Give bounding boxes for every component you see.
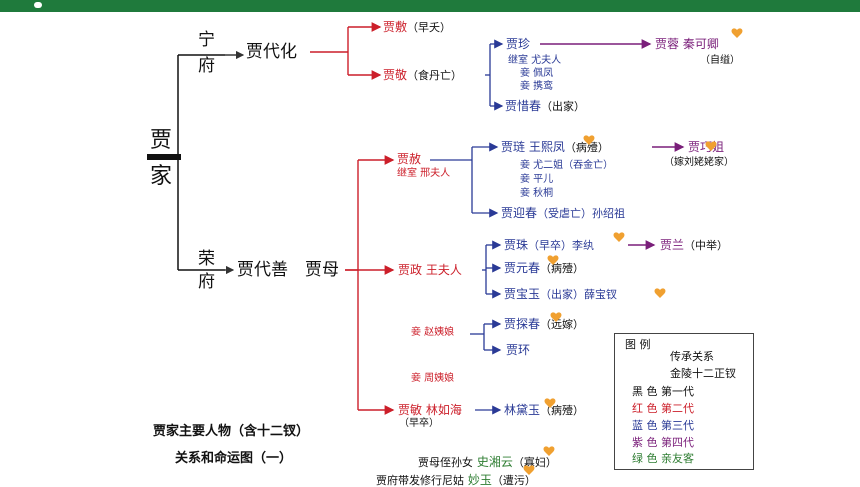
legend-inherit: 传承关系 bbox=[670, 350, 714, 363]
node-she-wife: 继室 邢夫人 bbox=[397, 168, 451, 179]
heart-icon bbox=[550, 312, 562, 322]
node-jia-rong-note: （自缢） bbox=[700, 55, 740, 66]
root-bar bbox=[147, 154, 181, 160]
node-zhen-concubine-2: 妾 携鸾 bbox=[520, 81, 554, 92]
node-jia-min-note: （早卒） bbox=[399, 418, 439, 429]
node-jia-min: 贾敏 林如海 bbox=[398, 403, 462, 417]
heart-icon bbox=[544, 398, 556, 408]
legend-gen3: 蓝 色 第三代 bbox=[632, 419, 694, 432]
node-lian-concubine-1: 妾 尤二姐（吞金亡） bbox=[520, 160, 614, 171]
node-jia-zhen: 贾珍 bbox=[506, 37, 531, 51]
jia-daishan: 贾代善 bbox=[237, 260, 288, 280]
legend-gen2: 红 色 第二代 bbox=[632, 402, 694, 415]
family-jia2-char: 家 bbox=[150, 164, 173, 189]
rong-char: 荣 bbox=[198, 249, 215, 269]
node-lian-concubine-2: 妾 平儿 bbox=[520, 174, 554, 185]
node-jia-tanchun: 贾探春（远嫁） bbox=[504, 317, 585, 331]
jia-mu: 贾母 bbox=[305, 260, 339, 280]
top-banner bbox=[0, 0, 860, 12]
node-shi-xiangyun: 贾母侄孙女 史湘云（寡妇） bbox=[418, 455, 557, 469]
node-jia-fu: 贾敷（早夭） bbox=[383, 20, 452, 34]
node-jia-lan: 贾兰（中举） bbox=[660, 238, 729, 252]
rongfu-char: 府 bbox=[198, 272, 215, 292]
legend-twelve: 金陵十二正钗 bbox=[670, 367, 736, 380]
legend-title: 图 例 bbox=[625, 338, 651, 351]
node-jia-zhu: 贾珠（早卒）李纨 bbox=[504, 238, 595, 252]
legend-gen4: 紫 色 第四代 bbox=[632, 436, 694, 449]
jia-daihua: 贾代化 bbox=[246, 42, 297, 62]
node-jia-lian: 贾琏 王熙凤（病殪） bbox=[501, 140, 609, 154]
banner-dot bbox=[34, 2, 42, 8]
node-jia-jing: 贾敬（食丹亡） bbox=[383, 68, 463, 82]
node-jia-she: 贾赦 bbox=[397, 152, 422, 166]
heart-icon bbox=[583, 135, 595, 145]
legend-gen1: 黑 色 第一代 bbox=[632, 385, 694, 398]
heart-icon bbox=[731, 28, 743, 38]
heart-icon bbox=[547, 255, 559, 265]
node-lian-concubine-3: 妾 秋桐 bbox=[520, 188, 554, 199]
node-qiaojie-note: （嫁刘姥姥家） bbox=[664, 157, 734, 168]
heart-icon bbox=[654, 288, 666, 298]
ning-char: 宁 bbox=[198, 30, 215, 50]
ningfu-char: 府 bbox=[198, 56, 215, 76]
legend-box bbox=[614, 333, 754, 470]
heart-icon bbox=[543, 446, 555, 456]
node-zhen-wife: 继室 尤夫人 bbox=[508, 55, 562, 66]
node-jia-zheng: 贾政 王夫人 bbox=[398, 263, 462, 277]
node-zhou: 妾 周姨娘 bbox=[411, 373, 455, 384]
node-lin-daiyu: 林黛玉（病殪） bbox=[504, 403, 585, 417]
node-zhen-concubine-1: 妾 佩凤 bbox=[520, 68, 554, 79]
node-jia-yingchun: 贾迎春（受虐亡）孙绍祖 bbox=[501, 206, 626, 220]
node-jia-huan: 贾环 bbox=[506, 343, 531, 357]
heart-icon bbox=[523, 465, 535, 475]
node-jia-yuanchun: 贾元春（病殪） bbox=[504, 261, 585, 275]
caption-line-2: 关系和命运图（一） bbox=[175, 451, 293, 466]
node-miaoyu: 贾府带发修行尼姑 妙玉（遭污） bbox=[376, 473, 536, 487]
caption-line-1: 贾家主要人物（含十二钗） bbox=[153, 424, 310, 439]
node-zhao: 妾 赵姨娘 bbox=[411, 327, 455, 338]
node-jia-xichun: 贾惜春（出家） bbox=[505, 99, 586, 113]
node-jia-rong: 贾蓉 秦可卿 bbox=[655, 37, 719, 51]
family-jia-char: 贾 bbox=[150, 128, 173, 153]
node-jia-baoyu: 贾宝玉（出家）薛宝钗 bbox=[504, 287, 618, 301]
legend-kin: 绿 色 亲友客 bbox=[632, 452, 694, 465]
heart-icon bbox=[705, 141, 717, 151]
heart-icon bbox=[613, 232, 625, 242]
